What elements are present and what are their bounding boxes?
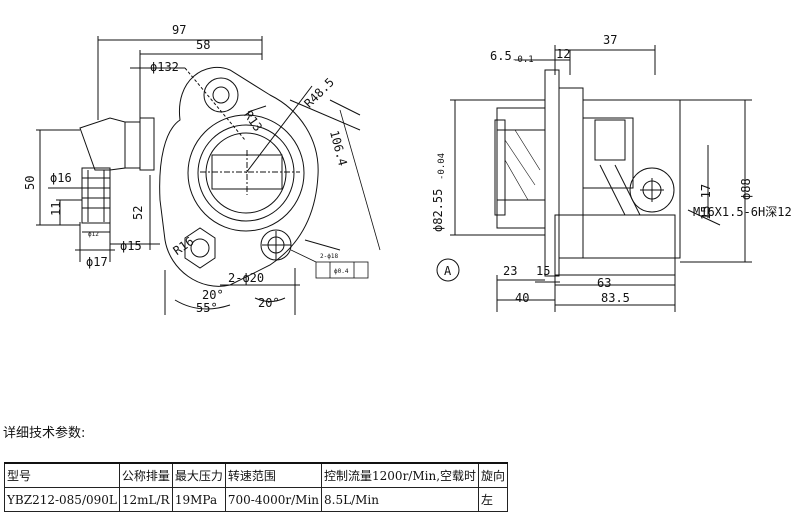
spec-table: 型号 公称排量 最大压力 转速范围 控制流量1200r/Min,空载时 旋向 Y… [4,462,509,512]
dim-2phi20: 2-ϕ20 [228,271,264,285]
cell-model: YBZ212-085/090L [4,487,120,512]
dim-63: 63 [597,276,611,290]
cell-displacement: 12mL/R [118,487,173,512]
header-rotation: 旋向 [478,462,509,488]
dim-50: 50 [23,176,37,190]
dim-6-5-tol: -0.1 [512,55,534,65]
header-displacement: 公称排量 [118,462,173,488]
cell-control-flow: 8.5L/Min [321,487,480,512]
dim-thread: M16X1.5-6H深12 [693,205,792,219]
spec-caption: 详细技术参数: [3,426,86,441]
dim-phi88: ϕ88 [739,178,753,200]
dim-phi16: ϕ16 [50,171,72,185]
hole-note: 2-ϕ18 [320,253,338,260]
view-label-a: A [444,264,452,278]
header-max-pressure: 最大压力 [171,462,226,488]
dim-40: 40 [515,291,529,305]
right-view [436,45,752,312]
dim-106: 106.4 [327,129,350,168]
dim-37: 37 [603,33,617,47]
cell-max-pressure: 19MPa [171,487,226,512]
dim-phi15: ϕ15 [120,239,142,253]
dim-6-5: 6.5 [490,49,512,63]
tolerance-box: ϕ0.4 [334,268,349,275]
dim-23: 23 [503,264,517,278]
dim-r13: R13 [241,108,265,134]
table-header-row: 型号 公称排量 最大压力 转速范围 控制流量1200r/Min,空载时 旋向 [4,462,509,488]
dim-15-17: 15 17 [699,184,713,220]
cell-speed-range: 700-4000r/Min [224,487,323,512]
dim-phi82: ϕ82.55 [431,189,445,232]
dim-r16: R16 [171,234,197,258]
dim-phi12: ϕ12 [88,231,99,238]
dim-phi17: ϕ17 [86,255,108,269]
dim-83-5: 83.5 [601,291,630,305]
dim-58: 58 [196,38,210,52]
dim-phi82-tol: -0.04 [437,153,447,180]
dim-52: 52 [131,206,145,220]
dim-97: 97 [172,23,186,37]
dim-15: 15 [536,264,550,278]
dim-20deg-b: 20° [258,296,280,310]
dim-phi132: ϕ132 [150,60,179,74]
table-row: YBZ212-085/090L 12mL/R 19MPa 700-4000r/M… [4,487,509,512]
dim-11: 11 [49,202,63,216]
dim-20deg-a: 20° [202,288,224,302]
dim-12: 12 [556,47,570,61]
left-view [36,36,381,315]
cell-rotation: 左 [478,487,509,512]
header-control-flow: 控制流量1200r/Min,空载时 [321,462,480,488]
technical-drawing: 97 58 ϕ132 R48.5 R13 106.4 50 ϕ16 11 ϕ12… [23,23,792,315]
dim-55deg: 55° [196,301,218,315]
header-model: 型号 [4,462,120,488]
header-speed-range: 转速范围 [224,462,323,488]
